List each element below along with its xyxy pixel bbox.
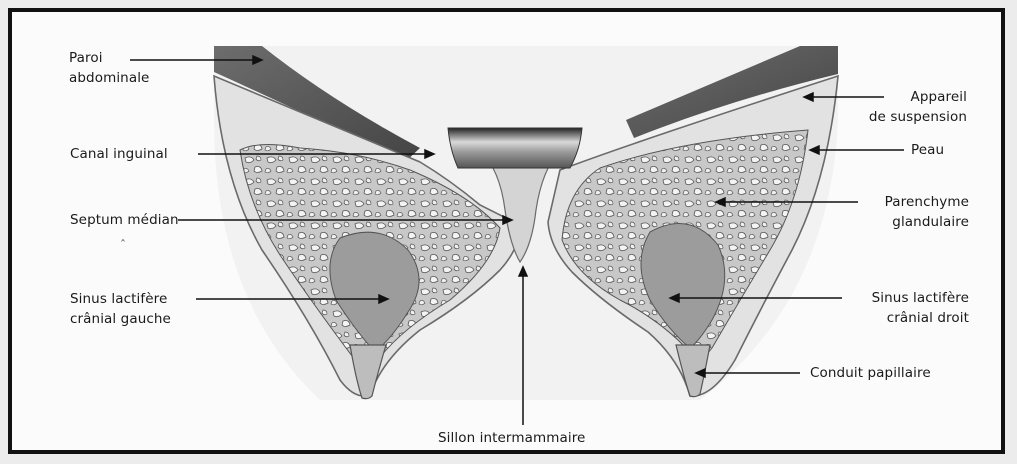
label-appareil-suspension: Appareil de suspension xyxy=(869,87,967,127)
label-paroi-abdominale: Paroi abdominale xyxy=(69,48,149,88)
label-sillon-intermammaire: Sillon intermammaire xyxy=(438,428,585,448)
label-sinus-droit: Sinus lactifère crânial droit xyxy=(872,288,969,328)
label-parenchyme-glandulaire: Parenchyme glandulaire xyxy=(885,192,969,232)
label-conduit-papillaire: Conduit papillaire xyxy=(810,363,931,383)
label-septum-median: Septum médian xyxy=(70,210,179,230)
abdominal-cut-surface xyxy=(448,128,582,168)
label-canal-inguinal: Canal inguinal xyxy=(70,144,168,164)
stray-mark: ˆ xyxy=(120,238,126,252)
label-peau: Peau xyxy=(911,140,944,160)
label-sinus-gauche: Sinus lactifère crânial gauche xyxy=(70,289,171,329)
